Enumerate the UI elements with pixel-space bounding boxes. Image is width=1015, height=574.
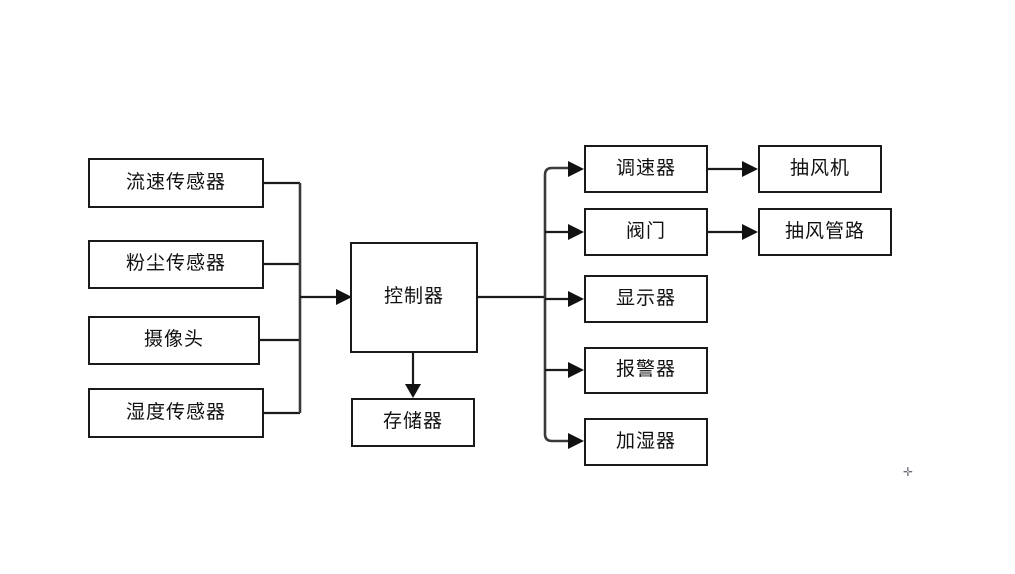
node-label: 粉尘传感器 [125,252,226,274]
node-valve[interactable]: 阀门 [584,208,708,256]
node-exhaust-duct[interactable]: 抽风管路 [758,208,892,256]
arrow-head-humidifier-in [568,433,584,449]
node-label: 摄像头 [143,328,204,350]
node-label: 流速传感器 [125,170,226,193]
node-label: 报警器 [615,358,676,380]
node-dust-sensor[interactable]: 粉尘传感器 [88,240,264,289]
node-humidity-sensor[interactable]: 湿度传感器 [88,388,264,438]
node-label: 阀门 [625,219,666,242]
node-speed-regulator[interactable]: 调速器 [584,145,708,193]
arrow-head-alarm-in [568,362,584,378]
node-label: 加湿器 [615,429,676,452]
arrow-head-display-in [568,291,584,307]
arrow-head-exhaust-duct-in [742,224,758,240]
node-label: 控制器 [383,285,444,307]
wire-bus-to-controller [300,289,352,305]
node-label: 湿度传感器 [125,400,226,423]
node-flow-sensor[interactable]: 流速传感器 [88,158,264,208]
arrow-head-exhaust-fan-in [742,161,758,177]
actuator-bus-group [478,166,572,443]
node-label: 抽风机 [789,156,850,179]
actuator-vertical-bus [543,166,572,443]
arrow-head-speed-regulator-in [568,161,584,177]
node-label: 显示器 [615,286,676,309]
node-camera[interactable]: 摄像头 [88,316,260,365]
wire-controller-to-storage [405,353,421,398]
node-alarm[interactable]: 报警器 [584,347,708,394]
node-humidifier[interactable]: 加湿器 [584,418,708,466]
node-display[interactable]: 显示器 [584,275,708,323]
actuator-arrow-heads [568,161,584,449]
node-exhaust-fan[interactable]: 抽风机 [758,145,882,193]
node-label: 调速器 [615,156,676,179]
sensor-bus-group [260,181,302,415]
node-label: 存储器 [382,410,443,432]
node-controller[interactable]: 控制器 [350,242,478,353]
node-label: 抽风管路 [784,219,865,242]
node-storage[interactable]: 存储器 [351,398,475,447]
terminal-arrow-group [708,161,758,240]
arrow-head-valve-in [568,224,584,240]
arrow-head-storage-in [405,384,421,398]
stray-mark-icon: ✛ [903,465,914,479]
